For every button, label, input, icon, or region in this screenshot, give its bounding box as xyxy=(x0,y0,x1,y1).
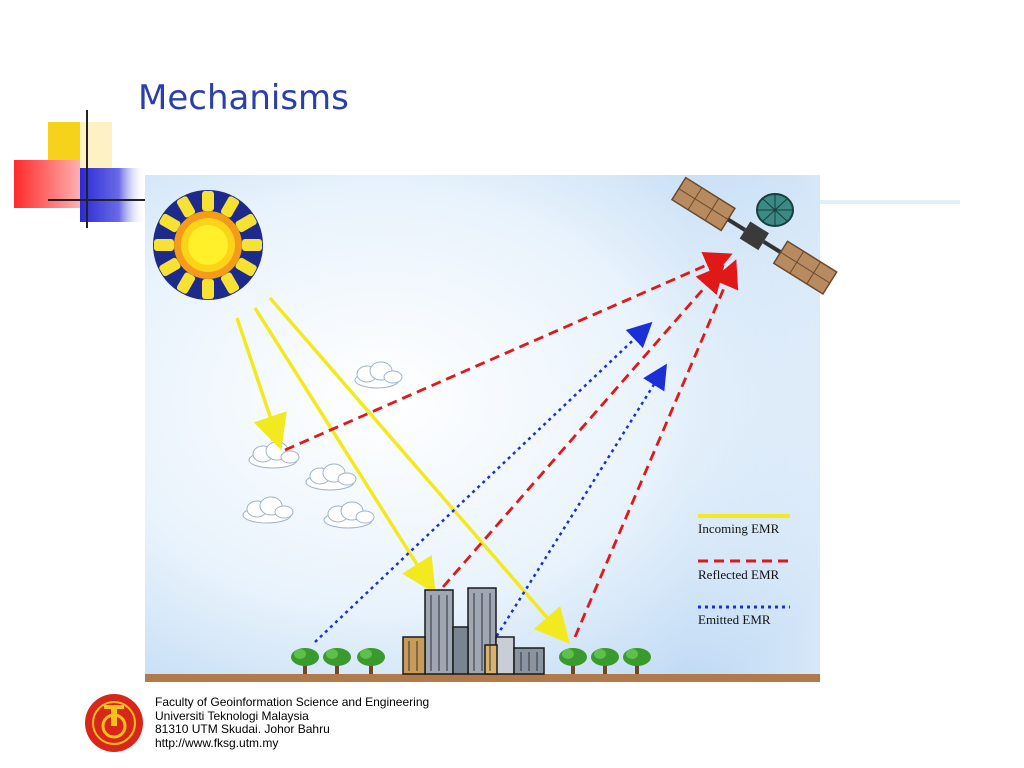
city-buildings-icon xyxy=(402,587,545,675)
emr-diagram: Incoming EMR Reflected EMR Emitted EMR xyxy=(145,175,960,682)
footer-address: Faculty of Geoinformation Science and En… xyxy=(155,695,430,750)
legend-incoming-label: Incoming EMR xyxy=(698,521,780,536)
university-logo xyxy=(85,694,143,752)
footer-university: Universiti Teknologi Malaysia xyxy=(155,708,309,723)
satellite-icon xyxy=(670,176,838,296)
legend: Incoming EMR Reflected EMR Emitted EMR xyxy=(698,514,790,627)
incoming-emr-arrows xyxy=(235,296,570,644)
sun-icon xyxy=(153,190,263,300)
decorative-squares xyxy=(14,110,148,228)
footer-faculty: Faculty of Geoinformation Science and En… xyxy=(155,695,430,709)
footer-postal: 81310 UTM Skudai. Johor Bahru xyxy=(155,722,330,736)
footer-url[interactable]: http://www.fksg.utm.my xyxy=(155,735,279,750)
slide-title: Mechanisms xyxy=(138,78,349,118)
ground-line xyxy=(145,674,820,682)
tree-icon xyxy=(291,648,651,674)
reflected-emr-arrows xyxy=(284,252,739,638)
legend-reflected-label: Reflected EMR xyxy=(698,567,780,582)
legend-emitted-label: Emitted EMR xyxy=(698,612,771,627)
emitted-emr-arrows xyxy=(314,321,667,643)
